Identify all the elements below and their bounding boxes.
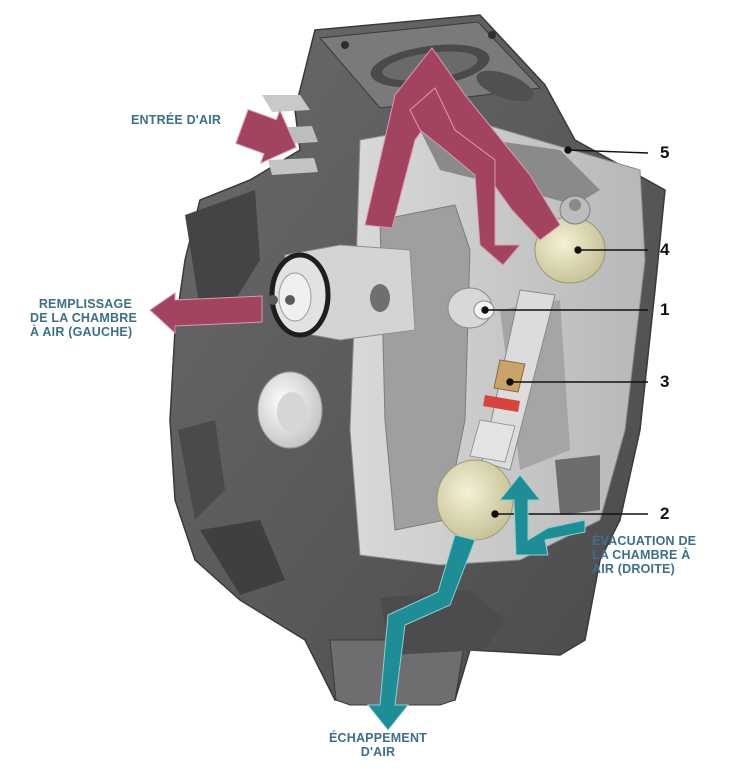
callout-number-3: 3 — [660, 372, 670, 391]
intake-flow-arrows — [149, 47, 561, 335]
intake-channel-arrow — [364, 47, 561, 241]
intake-branch-arrow — [409, 87, 522, 266]
evac-right-line-2: LA CHAMBRE À — [592, 548, 691, 562]
air-inlet-text: ENTRÉE D'AIR — [131, 113, 222, 127]
evac-right-line-3: AIR (DROITE) — [592, 562, 675, 576]
inlet-arrow — [235, 108, 297, 164]
callout-number-1: 1 — [660, 300, 670, 319]
evac-right-arrow — [498, 474, 586, 556]
air-exhaust-line-2: D'AIR — [360, 745, 396, 759]
fill-left-line-2: DE LA CHAMBRE — [30, 311, 137, 325]
fill-left-line-1: REMPLISSAGE — [38, 297, 132, 311]
exhaust-flow-arrows — [366, 474, 586, 731]
fill-left-line-3: À AIR (GAUCHE) — [30, 325, 133, 339]
callout-number-2: 2 — [660, 504, 670, 523]
bushing-4 — [534, 195, 606, 284]
callout-number-4: 4 — [660, 240, 670, 259]
exhaust-down-arrow — [366, 534, 476, 731]
fill-left-label: REMPLISSAGE DE LA CHAMBRE À AIR (GAUCHE) — [30, 297, 137, 339]
callout-line-5 — [567, 149, 649, 154]
fill-left-arrow — [149, 292, 263, 335]
air-exhaust-label: ÉCHAPPEMENT D'AIR — [318, 731, 438, 759]
white-port-ring — [257, 371, 323, 449]
actuator-rod — [469, 289, 556, 471]
evac-right-line-1: ÉVACUATION DE — [592, 534, 697, 548]
left-spool — [268, 244, 416, 341]
callout-number-5: 5 — [660, 143, 670, 162]
evac-right-label: ÉVACUATION DE LA CHAMBRE À AIR (DROITE) — [592, 534, 696, 576]
air-exhaust-line-1: ÉCHAPPEMENT — [328, 731, 428, 745]
air-inlet-label: ENTRÉE D'AIR — [131, 113, 221, 127]
